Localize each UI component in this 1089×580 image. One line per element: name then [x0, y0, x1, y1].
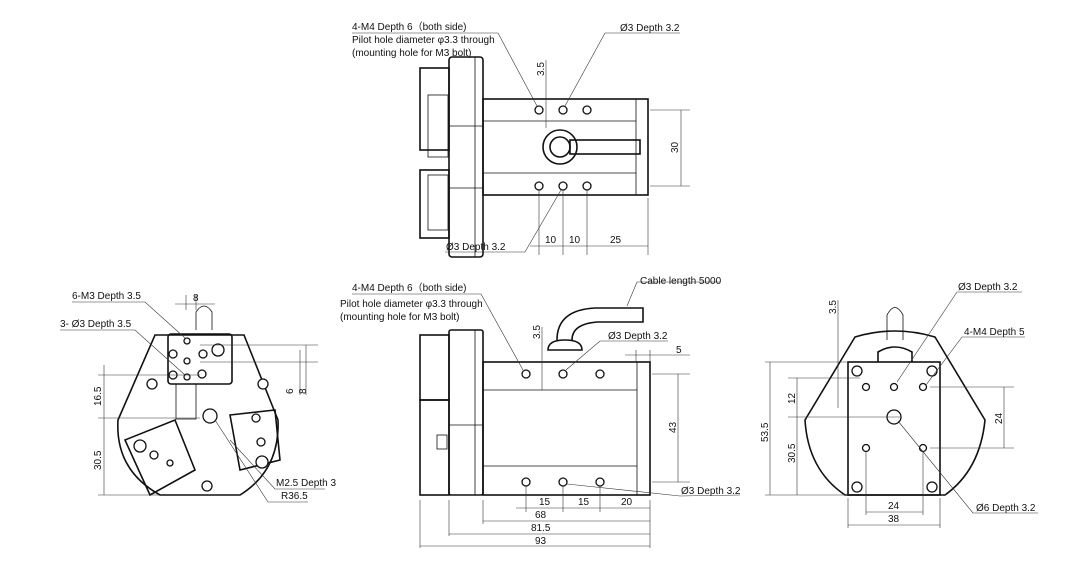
top-dim-3-5: 3.5 — [536, 62, 547, 76]
left-view: 6-M3 Depth 3.5 3- Ø3 Depth 3.5 M2.5 Dept… — [60, 291, 336, 503]
left-label-phi3: 3- Ø3 Depth 3.5 — [60, 319, 132, 330]
front-label-hole-bottom: Ø3 Depth 3.2 — [681, 486, 741, 497]
right-dim-24-bottom: 24 — [888, 501, 900, 512]
right-dim-30-5: 30.5 — [787, 443, 798, 463]
front-dim-81-5: 81.5 — [531, 523, 551, 534]
top-dim-10b: 10 — [569, 235, 581, 246]
right-dim-12: 12 — [787, 392, 798, 404]
left-dim-16-5: 16.5 — [93, 386, 104, 406]
front-label-pilot: Pilot hole diameter φ3.3 through — [340, 299, 483, 310]
left-label-r: R36.5 — [281, 491, 308, 502]
left-holes — [133, 337, 269, 492]
left-label-m2-5: M2.5 Depth 3 — [276, 478, 336, 489]
right-holes — [851, 365, 938, 493]
front-dim-43: 43 — [668, 421, 679, 433]
right-label-phi3: Ø3 Depth 3.2 — [958, 282, 1018, 293]
front-label-mount: (mounting hole for M3 bolt) — [340, 312, 460, 323]
right-dim-24-side: 24 — [994, 412, 1005, 424]
left-label-m3: 6-M3 Depth 3.5 — [72, 291, 141, 302]
front-dim-5: 5 — [676, 345, 682, 356]
front-dim-68: 68 — [535, 510, 547, 521]
right-label-m4: 4-M4 Depth 5 — [964, 327, 1025, 338]
front-label-hole-top: Ø3 Depth 3.2 — [608, 331, 668, 342]
front-dim-15b: 15 — [578, 497, 590, 508]
right-dim-3-5: 3.5 — [828, 300, 839, 314]
front-label-cable: Cable length 5000 — [640, 276, 722, 287]
top-dim-10a: 10 — [545, 235, 557, 246]
top-view: 4-M4 Depth 6（both side) Pilot hole diame… — [352, 21, 690, 258]
left-dim-8-top: 8 — [193, 293, 199, 304]
top-holes — [534, 105, 592, 191]
left-dim-30-5: 30.5 — [93, 450, 104, 470]
front-view: Cable length 5000 4-M4 Depth 6（both side… — [340, 276, 741, 548]
right-view: Ø3 Depth 3.2 4-M4 Depth 5 Ø6 Depth 3.2 3… — [760, 282, 1038, 528]
top-label-pilot: Pilot hole diameter φ3.3 through — [352, 35, 495, 46]
front-dim-20: 20 — [621, 497, 633, 508]
top-dim-30: 30 — [670, 141, 681, 153]
top-label-mount: (mounting hole for M3 bolt) — [352, 48, 472, 59]
front-dim-3-5: 3.5 — [532, 325, 543, 339]
right-label-phi6: Ø6 Depth 3.2 — [976, 503, 1036, 514]
top-label-hole-top: Ø3 Depth 3.2 — [620, 23, 680, 34]
front-dim-15a: 15 — [539, 497, 551, 508]
front-label-m4: 4-M4 Depth 6（both side) — [352, 282, 467, 294]
right-dim-53-5: 53.5 — [760, 422, 771, 442]
left-dim-6: 6 — [285, 388, 296, 394]
top-label-m4: 4-M4 Depth 6（both side) — [352, 21, 467, 33]
right-dim-38: 38 — [888, 514, 900, 525]
left-dim-8-side: 8 — [298, 388, 309, 394]
front-holes — [521, 369, 605, 487]
front-dim-93: 93 — [535, 536, 547, 547]
top-label-hole-bottom: Ø3 Depth 3.2 — [446, 242, 506, 253]
top-dim-25: 25 — [610, 235, 622, 246]
